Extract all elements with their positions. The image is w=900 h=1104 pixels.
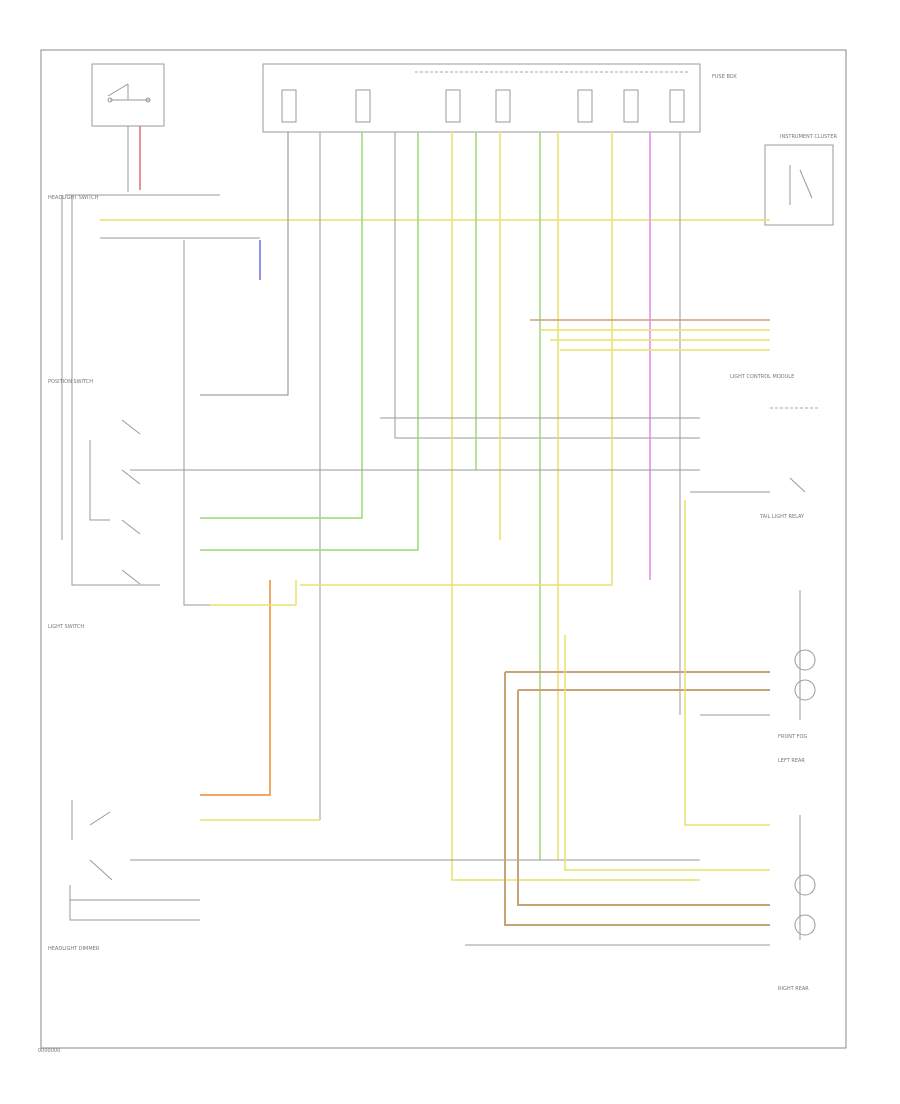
instrument-cluster-label: INSTRUMENT CLUSTER [780,134,838,140]
fuse-outputs [200,132,700,881]
front-fog-label: FRONT FOG [778,734,807,740]
ignition-switch [91,63,165,192]
light-control-module-label: LIGHT CONTROL MODULE [730,374,794,380]
rear-light-wiring [465,500,770,946]
headlight-dimmer-switch: HEADLIGHT DIMMER [48,800,700,952]
headlight-switch-label: HEADLIGHT SWITCH [48,195,99,201]
lamp-cluster [794,590,816,940]
fuse-box: FUSE BOX [262,63,737,133]
wire-bundle-right [530,319,770,351]
tail-light-relay-label: TAIL LIGHT RELAY [759,514,805,520]
left-rear-label: LEFT REAR [778,758,805,764]
instrument-cluster: INSTRUMENT CLUSTER [764,134,838,226]
right-rear-label: RIGHT REAR [778,986,809,992]
fuse-box-label: FUSE BOX [712,74,737,80]
wire-orange [200,580,271,796]
diagram-frame [40,49,847,1049]
headlight-dimmer-label: HEADLIGHT DIMMER [48,946,100,952]
light-switch-label: LIGHT SWITCH [48,624,84,630]
headlight-switch-assembly: HEADLIGHT SWITCH POSITION SWITCH LIGHT S… [48,194,220,630]
diagram-code: 0000000 [38,1048,60,1054]
position-switch-label: POSITION SWITCH [48,379,93,385]
